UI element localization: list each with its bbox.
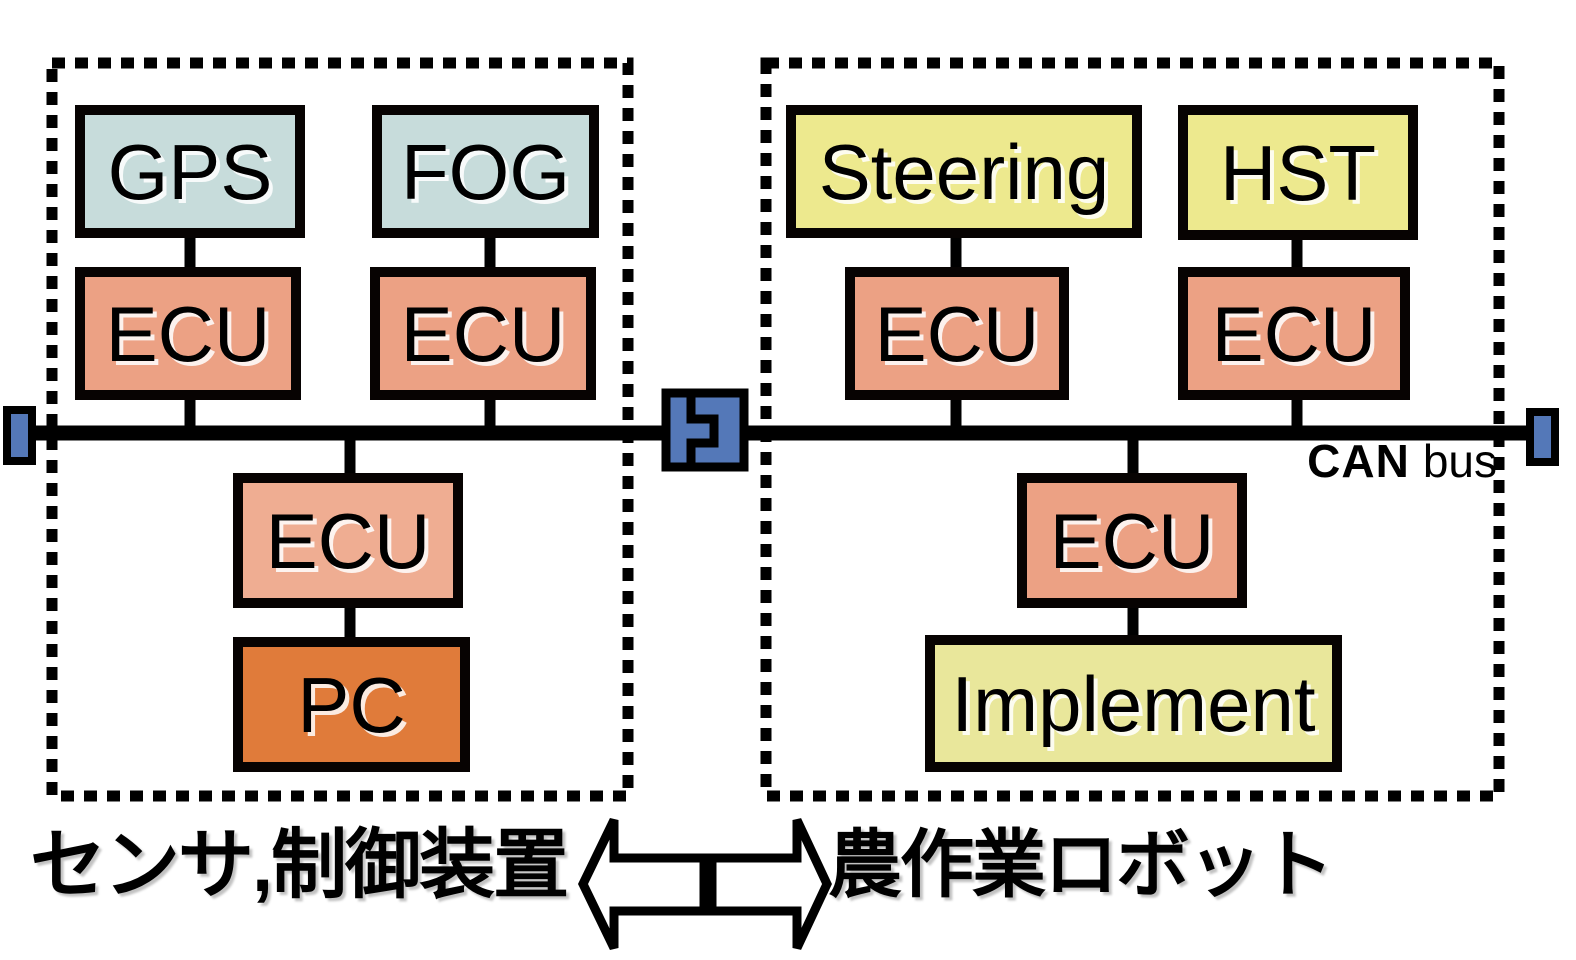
node-ecu-gps-label: ECU — [105, 289, 271, 378]
can-bus-label-regular: bus — [1422, 435, 1497, 487]
node-pc: PC — [233, 637, 470, 772]
node-ecu-pc-label: ECU — [265, 496, 431, 585]
node-gps: GPS — [75, 105, 305, 238]
left-group-dashed-border — [46, 57, 634, 802]
node-hst-label: HST — [1220, 128, 1376, 217]
node-ecu-steering-label: ECU — [874, 289, 1040, 378]
left-right-double-arrow-icon — [577, 818, 832, 950]
node-fog-label: FOG — [401, 127, 570, 216]
right-group-caption: 農作業ロボット — [828, 823, 1334, 906]
node-implement-label: Implement — [951, 659, 1316, 748]
node-steering: Steering — [786, 105, 1142, 238]
node-hst: HST — [1178, 105, 1418, 240]
node-ecu-implement-label: ECU — [1049, 496, 1215, 585]
node-ecu-pc: ECU — [233, 473, 463, 608]
node-ecu-steering: ECU — [845, 267, 1069, 400]
bus-joint-connector-icon — [661, 388, 749, 472]
bus-terminator-left-icon — [3, 406, 36, 465]
node-implement: Implement — [925, 635, 1342, 772]
bus-terminator-right-icon — [1526, 408, 1559, 466]
node-steering-label: Steering — [818, 127, 1110, 216]
left-group-caption: センサ,制御装置 — [30, 823, 569, 908]
node-ecu-fog: ECU — [370, 267, 596, 400]
node-ecu-gps: ECU — [75, 267, 301, 400]
node-ecu-fog-label: ECU — [400, 289, 566, 378]
node-gps-label: GPS — [107, 127, 273, 216]
can-bus-label-bold: CAN — [1307, 435, 1410, 487]
node-ecu-hst: ECU — [1178, 267, 1410, 400]
node-pc-label: PC — [297, 660, 406, 749]
node-ecu-implement: ECU — [1017, 473, 1247, 608]
node-fog: FOG — [372, 105, 599, 238]
node-ecu-hst-label: ECU — [1211, 289, 1377, 378]
